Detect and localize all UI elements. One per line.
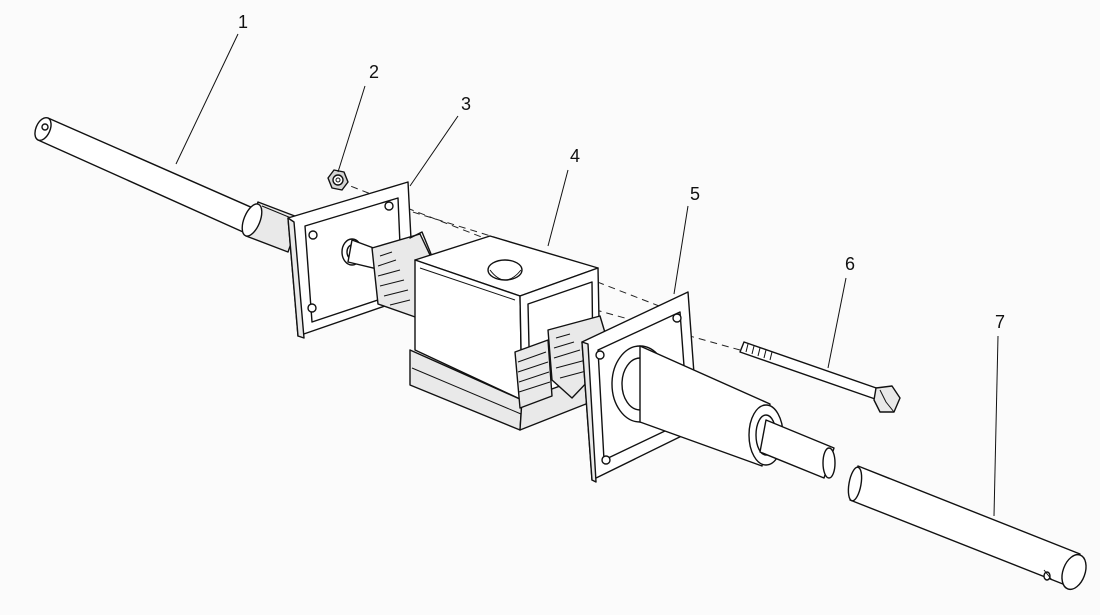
part-5-bushing-tube <box>639 345 836 479</box>
part-4-gear-housing <box>409 235 613 431</box>
callout-7: 7 <box>995 312 1005 332</box>
callout-4: 4 <box>570 146 580 166</box>
callout-6: 6 <box>845 254 855 274</box>
part-3-left-flange <box>287 181 441 339</box>
callout-2: 2 <box>369 62 379 82</box>
callout-1: 1 <box>238 12 248 32</box>
callout-5: 5 <box>690 184 700 204</box>
callout-labels: 1 2 3 4 5 6 7 <box>238 12 1005 332</box>
leader-lines <box>175 33 999 517</box>
part-2-nut <box>327 169 349 191</box>
callout-3: 3 <box>461 94 471 114</box>
part-1-input-shaft <box>34 116 301 253</box>
part-7-output-shaft <box>847 465 1087 591</box>
part-6-bolt <box>739 341 901 413</box>
